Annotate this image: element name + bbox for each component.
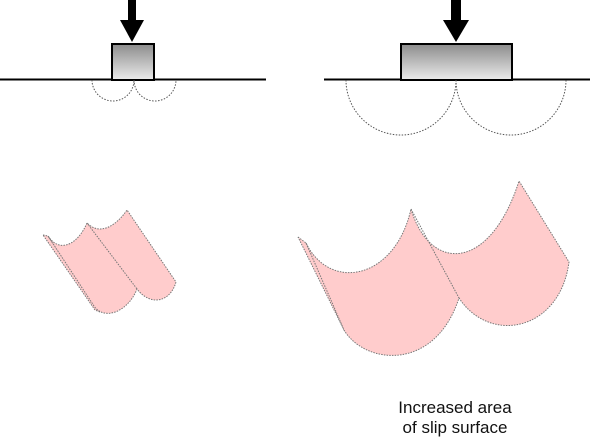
- caption-line-2: of slip surface: [402, 418, 508, 437]
- load-arrow-icon: [443, 0, 469, 42]
- slip-circle-outline: [91, 79, 177, 102]
- slip-surface-3d: [41, 209, 177, 314]
- narrow-footing-panel: [0, 0, 266, 314]
- footing: [400, 43, 513, 81]
- slip-surface-3d: [297, 179, 570, 356]
- wide-footing-panel: [297, 0, 590, 356]
- slip-circle-outline: [345, 79, 567, 136]
- load-arrow-icon: [120, 0, 144, 42]
- footing: [111, 43, 155, 81]
- caption-line-1: Increased area: [398, 398, 512, 417]
